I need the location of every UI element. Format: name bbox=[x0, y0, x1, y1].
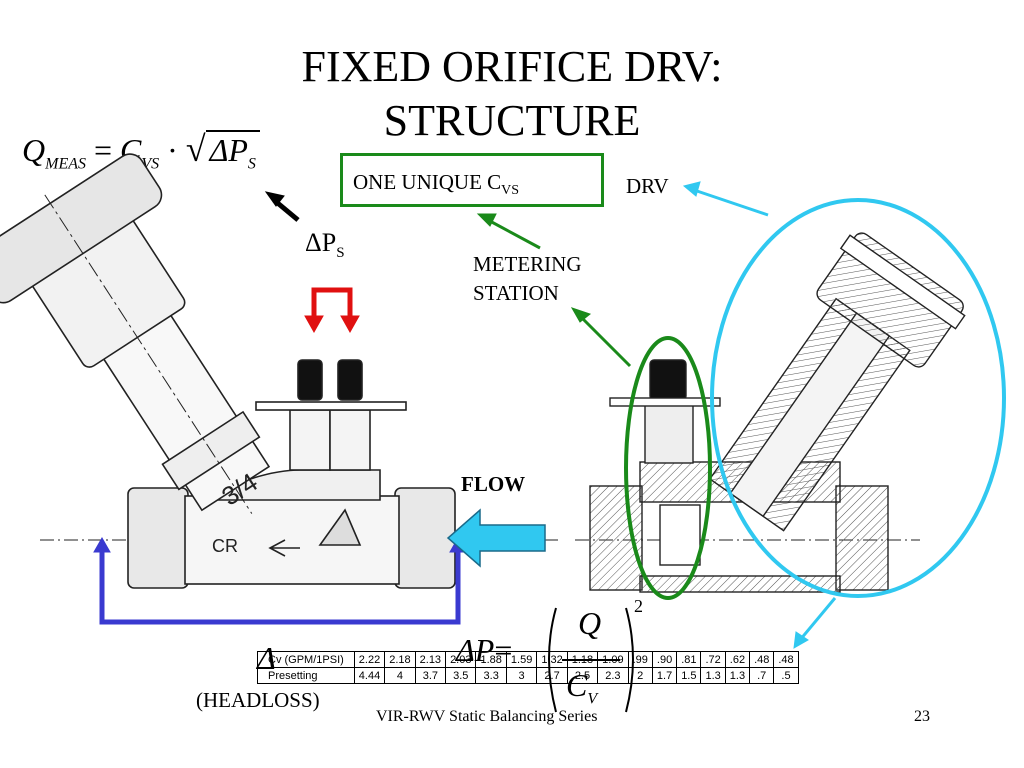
formula-q: Q bbox=[22, 132, 46, 168]
table-row-header: Presetting bbox=[257, 667, 355, 684]
formula-dp: ΔP bbox=[209, 132, 248, 168]
black-arrow bbox=[264, 191, 300, 222]
unique-cvs-box: ONE UNIQUE CVS bbox=[340, 153, 604, 207]
bottom-num: Q bbox=[578, 605, 602, 641]
table-cell: .48 bbox=[773, 651, 799, 668]
table-row: Cv (GPM/1PSI) 2.22 2.18 2.13 2.03 1.88 1… bbox=[257, 651, 799, 668]
bottom-formula-dp: ΔP= bbox=[456, 632, 512, 669]
bottom-eq: = bbox=[494, 632, 513, 668]
table-cell: 2.13 bbox=[414, 651, 447, 668]
footer-page-number: 23 bbox=[914, 708, 930, 725]
cyan-arrows bbox=[682, 181, 837, 649]
table-cell: 3 bbox=[505, 667, 538, 684]
metering-line-1: METERING bbox=[473, 252, 582, 276]
title-line-1: FIXED ORIFICE DRV: bbox=[301, 42, 723, 91]
bottom-formula-fraction-paren bbox=[548, 607, 634, 713]
table-cell: 1.32 bbox=[536, 651, 568, 668]
headloss-label: (HEADLOSS) bbox=[196, 688, 320, 712]
formula-equals: = bbox=[93, 132, 113, 168]
metering-ellipse bbox=[624, 336, 712, 600]
table-cell: .62 bbox=[724, 651, 751, 668]
table-cell: 3.5 bbox=[445, 667, 477, 684]
table-cell: 2.22 bbox=[353, 651, 386, 668]
drv-ellipse bbox=[710, 198, 1006, 598]
flow-label: FLOW bbox=[461, 472, 526, 496]
delta-ps-text: ΔP bbox=[305, 228, 337, 257]
table-row: Presetting 4.44 4 3.7 3.5 3.3 3 2.7 2.5 … bbox=[257, 667, 799, 684]
table-cell: .5 bbox=[773, 667, 799, 684]
bottom-den-sub: V bbox=[587, 690, 598, 708]
green-arrows bbox=[476, 213, 632, 368]
table-cell: .72 bbox=[700, 651, 726, 668]
table-cell: 3.3 bbox=[475, 667, 507, 684]
table-cell: .90 bbox=[651, 651, 678, 668]
bottom-left-delta: Δ bbox=[257, 640, 276, 676]
table-cell: 1.7 bbox=[651, 667, 678, 684]
table-cell: .7 bbox=[749, 667, 775, 684]
metering-station-label: METERING STATION bbox=[473, 250, 582, 308]
metering-line-2: STATION bbox=[473, 281, 559, 305]
unique-cvs-sub: VS bbox=[501, 183, 520, 199]
table-cell: 2.18 bbox=[384, 651, 416, 668]
presetting-table: Cv (GPM/1PSI) 2.22 2.18 2.13 2.03 1.88 1… bbox=[257, 651, 799, 684]
valve-logo: CR bbox=[212, 536, 238, 556]
table-cell: 2 bbox=[627, 667, 653, 684]
table-cell: .81 bbox=[676, 651, 702, 668]
slide-title: FIXED ORIFICE DRV: STRUCTURE bbox=[0, 40, 1024, 148]
red-pressure-arrows bbox=[304, 287, 360, 334]
flow-arrow bbox=[446, 508, 546, 568]
delta-ps-label: ΔPS bbox=[305, 228, 345, 262]
table-cell: .48 bbox=[749, 651, 775, 668]
table-cell: 1.59 bbox=[505, 651, 538, 668]
table-cell: 2.3 bbox=[597, 667, 629, 684]
left-valve-drawing bbox=[0, 153, 560, 589]
bottom-den: CV bbox=[566, 667, 597, 708]
formula-q-sub: MEAS bbox=[45, 155, 86, 173]
title-line-2: STRUCTURE bbox=[383, 96, 641, 145]
table-cell: 2.03 bbox=[445, 651, 477, 668]
formula-dot: · bbox=[167, 132, 178, 168]
table-cell: 1.5 bbox=[676, 667, 702, 684]
table-cell: 1.3 bbox=[700, 667, 726, 684]
drv-label: DRV bbox=[626, 174, 669, 198]
table-cell: 3.7 bbox=[414, 667, 447, 684]
unique-cvs-text: ONE UNIQUE C bbox=[353, 170, 502, 194]
delta-ps-sub: S bbox=[336, 245, 345, 262]
formula-dp-sub: S bbox=[247, 155, 256, 173]
table-cell: 4 bbox=[384, 667, 416, 684]
bottom-dp: ΔP bbox=[456, 632, 495, 668]
table-row-header: Cv (GPM/1PSI) bbox=[257, 651, 355, 668]
right-valve-drawing bbox=[575, 232, 966, 593]
table-cell: 1.3 bbox=[724, 667, 751, 684]
bottom-den-c: C bbox=[566, 667, 588, 703]
bottom-exp: 2 bbox=[634, 596, 643, 616]
footer-series: VIR-RWV Static Balancing Series bbox=[376, 708, 598, 725]
table-cell: 4.44 bbox=[353, 667, 386, 684]
